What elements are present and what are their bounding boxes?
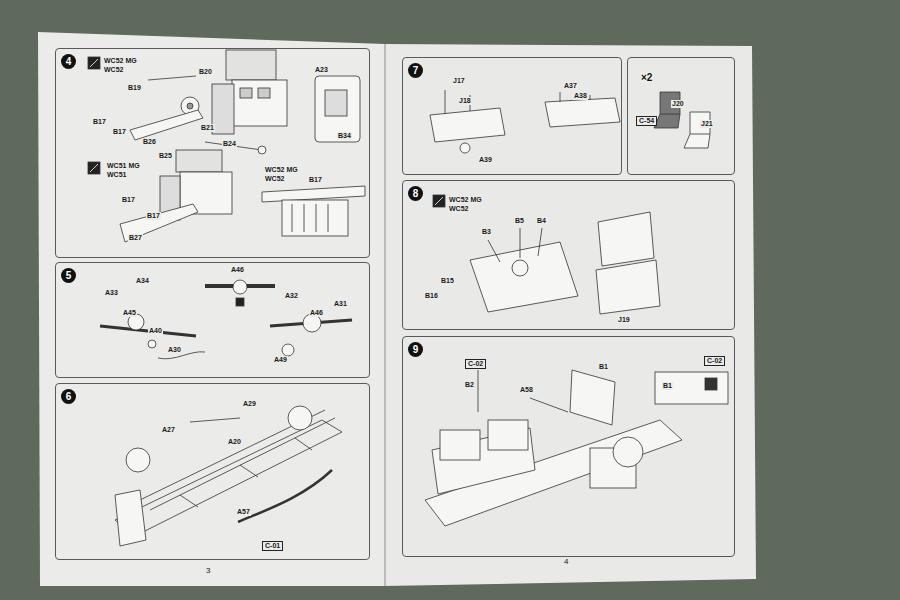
part-number: B24 [222, 140, 237, 148]
part-number: A30 [167, 346, 182, 354]
step-panel: 7 [402, 57, 622, 175]
part-number: B3 [481, 228, 492, 236]
part-number: A49 [273, 356, 288, 364]
step-panel: 5 [55, 262, 370, 378]
part-number: B17 [146, 212, 161, 220]
step-panel: 9 [402, 336, 735, 557]
part-number: J19 [617, 316, 631, 324]
step-7-drawing [430, 90, 710, 153]
part-number: B1 [662, 382, 673, 390]
part-number: C-02 [704, 356, 725, 366]
part-number: A34 [135, 277, 150, 285]
step-panel: 6 [55, 383, 370, 560]
part-number: A45 [122, 309, 137, 317]
part-number: B17 [308, 176, 323, 184]
part-number: A46 [309, 309, 324, 317]
part-number: J18 [458, 97, 472, 105]
part-number: B17 [92, 118, 107, 126]
page-number: 4 [563, 558, 569, 566]
part-number: B17 [121, 196, 136, 204]
step-5-drawing [100, 280, 352, 359]
left-page [38, 32, 385, 586]
part-number: B1 [598, 363, 609, 371]
part-number: WC52 MG [264, 166, 299, 174]
part-number: B2 [464, 381, 475, 389]
part-number: WC51 [106, 171, 127, 179]
part-number: A32 [284, 292, 299, 300]
part-number: A57 [236, 508, 251, 516]
page-gutter [384, 44, 386, 586]
step-number: 5 [61, 268, 76, 283]
part-number: WC52 MG [103, 57, 138, 65]
part-number: A20 [227, 438, 242, 446]
step-number: 4 [61, 54, 76, 69]
part-number: A58 [519, 386, 534, 394]
part-number: WC52 [103, 66, 124, 74]
part-number: A39 [478, 156, 493, 164]
part-number: A29 [242, 400, 257, 408]
right-page [385, 44, 756, 586]
part-number: J20 [671, 100, 685, 108]
part-number: A31 [333, 300, 348, 308]
part-number: B27 [128, 234, 143, 242]
step-number: 6 [61, 389, 76, 404]
part-number: A23 [314, 66, 329, 74]
part-number: A46 [230, 266, 245, 274]
step-number: 9 [408, 342, 423, 357]
part-number: A37 [563, 82, 578, 90]
step-4-drawing [88, 50, 365, 242]
page-number: 3 [205, 567, 211, 575]
step-6-drawing [115, 406, 342, 546]
step-number: 8 [408, 186, 423, 201]
part-number: B19 [127, 84, 142, 92]
part-number: A33 [104, 289, 119, 297]
part-number: B17 [112, 128, 127, 136]
part-number: A27 [161, 426, 176, 434]
step-panel: 4 [55, 48, 370, 258]
part-number: B34 [337, 132, 352, 140]
part-number: A40 [148, 327, 163, 335]
step-number: 7 [408, 63, 423, 78]
part-number: WC51 MG [106, 162, 141, 170]
part-number: B5 [514, 217, 525, 225]
quantity-mark: ×2 [640, 72, 653, 83]
part-number: WC52 [448, 205, 469, 213]
part-number: J21 [700, 120, 714, 128]
part-number: J17 [452, 77, 466, 85]
part-number: C-01 [262, 541, 283, 551]
step-9-drawing [425, 370, 728, 526]
part-number: WC52 MG [448, 196, 483, 204]
step-8-drawing [433, 195, 660, 314]
part-number: B26 [142, 138, 157, 146]
part-number: B25 [158, 152, 173, 160]
part-number: B4 [536, 217, 547, 225]
part-number: B16 [424, 292, 439, 300]
part-number: A38 [573, 92, 588, 100]
part-number: B15 [440, 277, 455, 285]
part-number: C-02 [465, 359, 486, 369]
part-number: C-54 [636, 116, 657, 126]
part-number: B20 [198, 68, 213, 76]
part-number: B21 [200, 124, 215, 132]
part-number: WC52 [264, 175, 285, 183]
